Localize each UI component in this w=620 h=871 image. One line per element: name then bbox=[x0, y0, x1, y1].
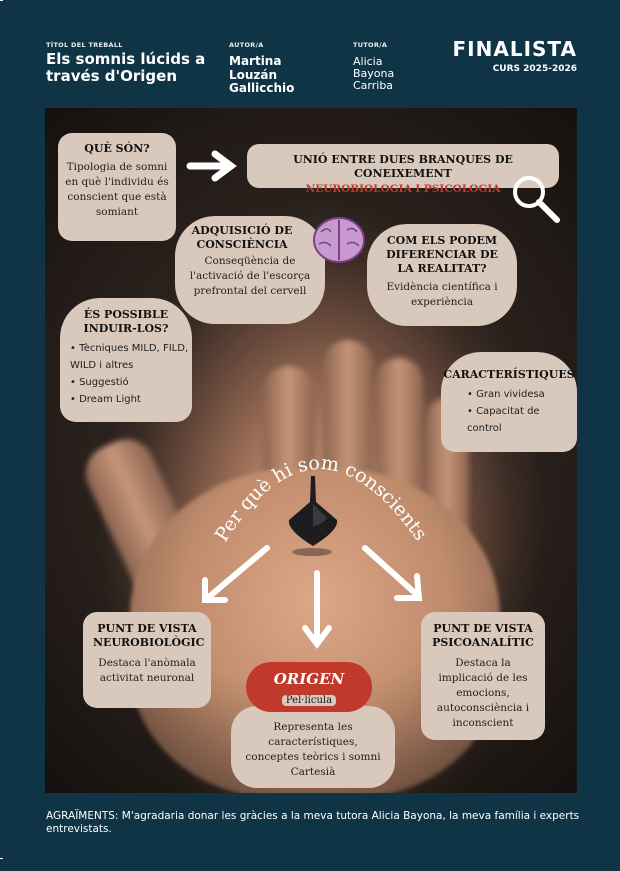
unio-subtitle: NEUROBIOLOGIA I PSICOLOGIA bbox=[305, 183, 501, 195]
list-item: Tècniques MILD, FILD, WILD i altres bbox=[70, 340, 192, 374]
adquisicio-box: ADQUISICIÓ DE CONSCIÈNCIA Conseqüència d… bbox=[175, 216, 325, 324]
question-text: Per què hi som conscients? bbox=[195, 408, 431, 546]
finalist-badge: FINALISTA bbox=[452, 37, 577, 61]
origen-title: ORIGEN bbox=[273, 670, 345, 688]
spinning-top-icon bbox=[288, 476, 338, 556]
list-item: Gran vividesa bbox=[467, 386, 577, 403]
tutor-line: Alicia bbox=[353, 55, 383, 68]
author-name: Martina Louzán Gallicchio bbox=[229, 54, 295, 96]
caracteristiques-title: CARACTERÍSTIQUES bbox=[443, 368, 575, 381]
author-line: Gallicchio bbox=[229, 81, 295, 95]
tutor-label: TUTOR/A bbox=[353, 41, 388, 49]
psico-title: PUNT DE VISTA PSICOANALÍTIC bbox=[432, 622, 534, 649]
list-item: Suggestió bbox=[70, 374, 192, 391]
poster-image: Per què hi som conscients? QUÈ SÓN? Tipo… bbox=[45, 108, 577, 793]
arrow-head bbox=[202, 577, 228, 603]
project-title: Els somnis lúcids a través d'Origen bbox=[46, 50, 206, 85]
origen-body: Representa les característiques, concept… bbox=[245, 721, 381, 778]
neuro-body: Destaca l'anòmala activitat neuronal bbox=[98, 657, 196, 684]
origen-body-box: Representa les característiques, concept… bbox=[231, 706, 395, 788]
diferenciar-body: Evidència científica i experiència bbox=[386, 281, 498, 308]
course-label: CURS 2025-2026 bbox=[492, 64, 577, 74]
brain-icon bbox=[313, 217, 365, 263]
tutor-line: Carriba bbox=[353, 79, 394, 92]
magnifier-icon bbox=[513, 176, 560, 223]
induir-list: Tècniques MILD, FILD, WILD i altres Sugg… bbox=[60, 340, 192, 408]
unio-title: UNIÓ ENTRE DUES BRANQUES DE CONEIXEMENT bbox=[293, 153, 513, 180]
caracteristiques-list: Gran vividesa Capacitat de control bbox=[441, 386, 577, 437]
que-son-title: QUÈ SÓN? bbox=[84, 142, 150, 155]
edge-tick bbox=[0, 858, 3, 859]
psico-body: Destaca la implicació de les emocions, a… bbox=[436, 657, 530, 729]
author-label: AUTOR/A bbox=[229, 41, 264, 49]
psico-box: PUNT DE VISTA PSICOANALÍTIC Destaca la i… bbox=[421, 612, 545, 740]
adquisicio-body: Conseqüència de l'activació de l'escorça… bbox=[189, 255, 311, 297]
author-line: Louzán bbox=[229, 67, 278, 82]
neuro-box: PUNT DE VISTA NEUROBIOLÒGIC Destaca l'an… bbox=[83, 612, 211, 708]
adquisicio-title: ADQUISICIÓ DE CONSCIÈNCIA bbox=[191, 224, 293, 251]
que-son-box: QUÈ SÓN? Tipologia de somni en què l'ind… bbox=[58, 133, 176, 241]
edge-tick bbox=[0, 0, 3, 1]
diferenciar-box: COM ELS PODEM DIFERENCIAR DE LA REALITAT… bbox=[367, 224, 517, 326]
acknowledgements: AGRAÏMENTS: M'agradaria donar les gràcie… bbox=[46, 810, 580, 835]
question-text-path: Per què hi som conscients? bbox=[195, 408, 431, 546]
tutor-name: Alicia Bayona Carriba bbox=[353, 56, 394, 92]
induir-title: ÉS POSSIBLE INDUIR-LOS? bbox=[83, 308, 169, 335]
author-line: Martina bbox=[229, 54, 282, 68]
arrow-left-down-icon bbox=[207, 545, 270, 599]
origen-badge: ORIGEN Pel·lícula bbox=[246, 662, 372, 712]
caracteristiques-box: CARACTERÍSTIQUES Gran vividesa Capacitat… bbox=[441, 352, 577, 452]
neuro-title: PUNT DE VISTA NEUROBIOLÒGIC bbox=[93, 622, 205, 649]
arrow-right-icon bbox=[186, 150, 237, 182]
arrow-head bbox=[394, 573, 423, 601]
arrow-head bbox=[302, 625, 332, 649]
list-item: Capacitat de control bbox=[467, 403, 577, 437]
arrow-right-down-icon bbox=[362, 545, 418, 596]
induir-box: ÉS POSSIBLE INDUIR-LOS? Tècniques MILD, … bbox=[60, 298, 192, 422]
diferenciar-title: COM ELS PODEM DIFERENCIAR DE LA REALITAT… bbox=[386, 234, 498, 275]
que-son-body: Tipologia de somni en què l'individu és … bbox=[65, 161, 169, 218]
question-curve: Per què hi som conscients? bbox=[195, 408, 431, 546]
title-label: TÍTOL DEL TREBALL bbox=[46, 41, 123, 49]
tutor-line: Bayona bbox=[353, 67, 395, 80]
unio-box: UNIÓ ENTRE DUES BRANQUES DE CONEIXEMENT … bbox=[247, 144, 559, 195]
origen-subtitle: Pel·lícula bbox=[281, 695, 337, 706]
arrows-layer bbox=[186, 150, 423, 649]
list-item: Dream Light bbox=[70, 391, 192, 408]
